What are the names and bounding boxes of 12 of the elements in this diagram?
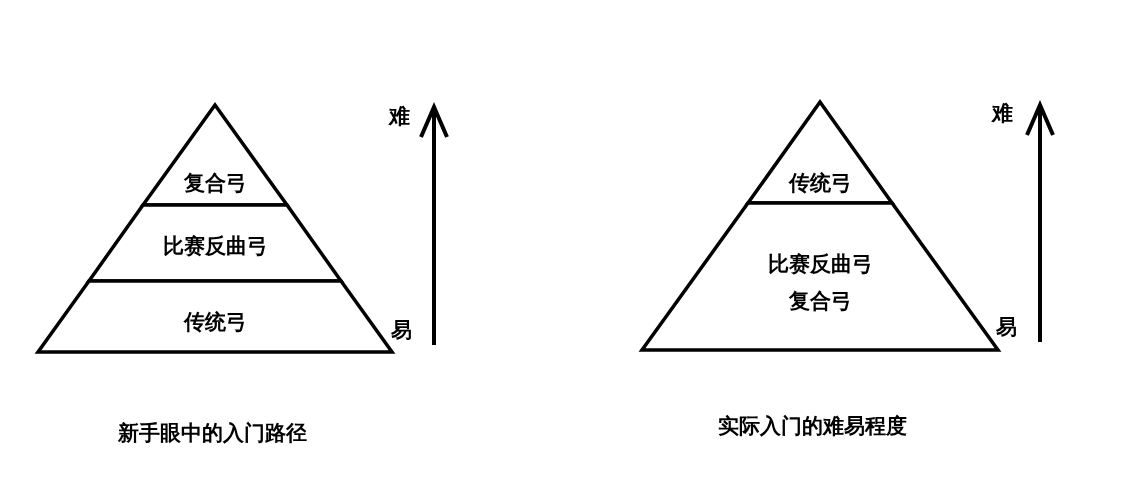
caption: 实际入门的难易程度 [717, 415, 907, 437]
band-label: 复合弓 [788, 290, 852, 312]
band-label: 传统弓 [183, 311, 247, 333]
band-label: 比赛反曲弓 [767, 253, 873, 275]
band-label: 复合弓 [183, 172, 247, 194]
difficulty-label: 难 [991, 102, 1013, 124]
difficulty-label: 易 [995, 316, 1017, 338]
difficulty-label: 难 [388, 105, 410, 127]
difficulty-label: 易 [390, 319, 412, 341]
caption: 新手眼中的入门路径 [117, 422, 307, 444]
band-label: 传统弓 [788, 172, 852, 194]
band-label: 比赛反曲弓 [162, 235, 268, 257]
